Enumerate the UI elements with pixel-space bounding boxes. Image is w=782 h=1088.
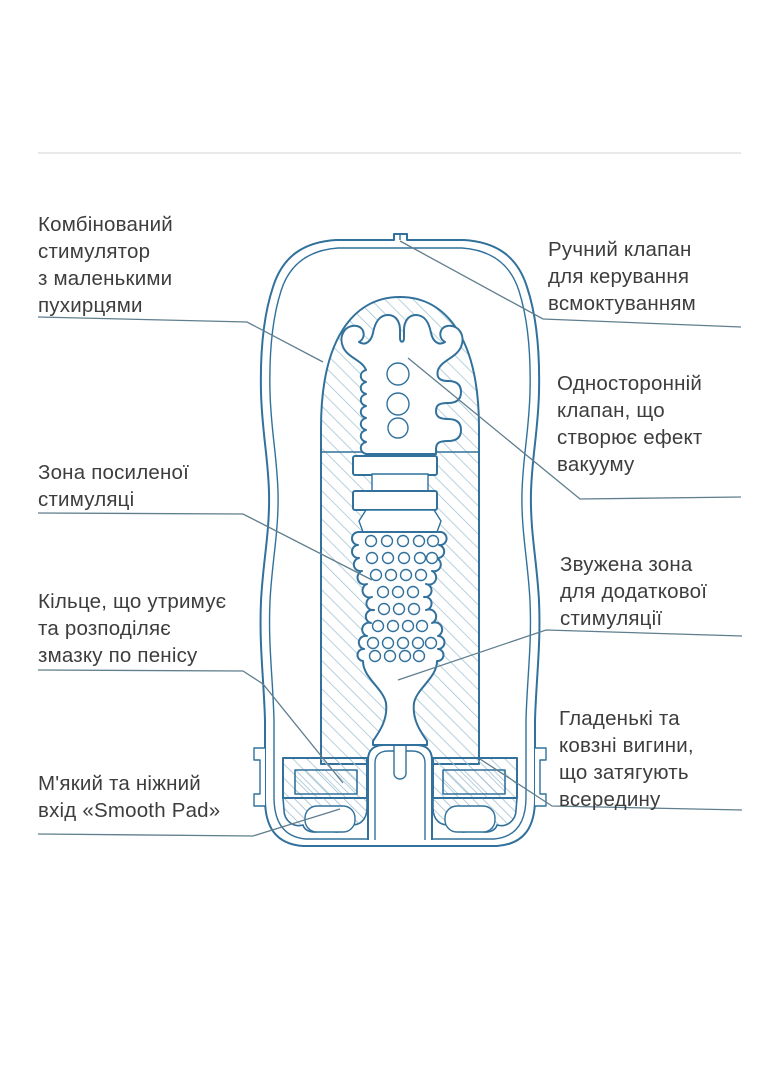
label-lube-ring: Кільце, що утримує та розподіляє змазку … bbox=[38, 590, 227, 667]
leader-enhanced-zone bbox=[37, 512, 373, 581]
lube-ring-left bbox=[294, 769, 358, 795]
disc-neck bbox=[371, 473, 429, 493]
label-smooth-pad-entry: М'який та ніжний вхід «Smooth Pad» bbox=[38, 772, 221, 822]
label-narrowed-zone: Звужена зона для додаткової стимуляції bbox=[560, 553, 708, 630]
lube-ring-right bbox=[442, 769, 506, 795]
leader-lines bbox=[37, 240, 743, 837]
label-combined-stimulator: Комбінований стимулятор з маленькими пух… bbox=[38, 213, 173, 317]
disc-stack bbox=[352, 455, 442, 533]
base-assembly bbox=[282, 744, 518, 840]
entry-tube bbox=[367, 744, 433, 840]
vacuum-hole-1 bbox=[386, 362, 410, 386]
label-smooth-curves: Гладенькі та ковзні вигини, що затягують… bbox=[559, 707, 694, 811]
leader-one-way-valve bbox=[407, 357, 742, 500]
base-pocket-left bbox=[304, 805, 356, 833]
label-one-way-valve: Односторонній клапан, що створює ефект в… bbox=[557, 372, 703, 476]
latch-left bbox=[253, 747, 265, 807]
label-manual-valve: Ручний клапан для керування всмоктування… bbox=[548, 238, 696, 315]
smooth-pad-slot bbox=[393, 746, 407, 780]
leader-combined-stimulator bbox=[37, 316, 324, 363]
latch-right bbox=[535, 747, 547, 807]
base-pocket-right bbox=[444, 805, 496, 833]
disc-flare bbox=[358, 509, 442, 533]
outer-casing bbox=[253, 233, 547, 847]
stimulator-bubbles bbox=[364, 534, 440, 663]
vacuum-hole-3 bbox=[387, 417, 409, 439]
inner-sleeve bbox=[320, 296, 480, 765]
leader-smooth-curves bbox=[479, 758, 743, 811]
disc-1 bbox=[352, 455, 438, 476]
casing-inner-wall bbox=[268, 247, 532, 840]
label-enhanced-stimulation-zone: Зона посиленої стимуляці bbox=[38, 461, 189, 511]
leader-smooth-pad bbox=[37, 808, 341, 837]
disc-2 bbox=[352, 490, 438, 511]
casing-outer-wall bbox=[259, 233, 541, 847]
leader-manual-valve bbox=[399, 240, 742, 328]
vacuum-hole-2 bbox=[386, 392, 410, 416]
leader-lube-ring bbox=[37, 669, 344, 784]
leader-narrowed-zone bbox=[397, 629, 743, 681]
